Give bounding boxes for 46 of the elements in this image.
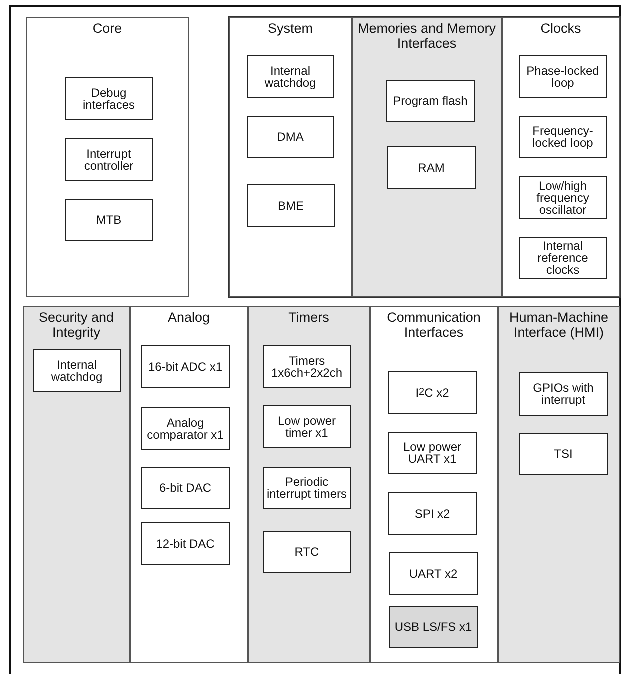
group-title: Timers: [288, 310, 330, 325]
block-box: Internal watchdog: [33, 349, 121, 392]
block-box: Analog comparator x1: [141, 407, 230, 450]
block-box: MTB: [65, 199, 153, 241]
block-box: Frequency-locked loop: [519, 116, 607, 158]
block-box: DMA: [247, 116, 334, 158]
block-box: Low power UART x1: [388, 432, 477, 474]
block-box: RTC: [263, 531, 351, 573]
block-box: Program flash: [386, 80, 475, 122]
block-box: GPIOs with interrupt: [519, 372, 608, 416]
block-box: 6-bit DAC: [141, 467, 230, 509]
block-box: Debug interfaces: [65, 77, 153, 120]
group-panel: [130, 306, 248, 663]
block-box: I$^{2}$C x2: [388, 371, 477, 414]
group-title: Core: [92, 21, 124, 36]
group-panel: [248, 306, 370, 663]
group-title: Clocks: [540, 21, 582, 36]
block-box: SPI x2: [388, 492, 477, 535]
group-title: System: [266, 21, 314, 36]
block-box: Internal watchdog: [247, 55, 334, 98]
block-box: Phase-locked loop: [519, 55, 607, 98]
block-box: TSI: [519, 433, 608, 475]
block-box: 12-bit DAC: [141, 522, 230, 565]
block-box: 16-bit ADC x1: [141, 345, 230, 388]
block-box: Internal reference clocks: [519, 237, 607, 279]
group-panel: [23, 306, 130, 663]
block-box: Low/high frequency oscillator: [519, 176, 607, 219]
group-title: Communication Interfaces: [386, 310, 482, 340]
block-box: Timers 1x6ch+2x2ch: [263, 345, 351, 388]
block-box: RAM: [387, 146, 476, 189]
group-title: Security and Integrity: [38, 310, 116, 340]
group-panel: [26, 17, 189, 297]
group-panel: [498, 306, 620, 663]
group-panel: [352, 17, 502, 297]
group-panel: [502, 17, 620, 297]
group-title: Human-Machine Interface (HMI): [508, 310, 610, 340]
group-title: Analog: [166, 310, 212, 325]
group-panel: [370, 306, 498, 663]
block-box: Periodic interrupt timers: [263, 467, 351, 509]
block-box: Interrupt controller: [65, 138, 153, 181]
block-box: BME: [247, 184, 335, 227]
group-title: Memories and Memory Interfaces: [356, 21, 498, 51]
block-box: UART x2: [389, 552, 478, 595]
block-box: Low power timer x1: [263, 405, 351, 448]
group-panel: [229, 17, 352, 297]
block-box: USB LS/FS x1: [389, 606, 478, 648]
